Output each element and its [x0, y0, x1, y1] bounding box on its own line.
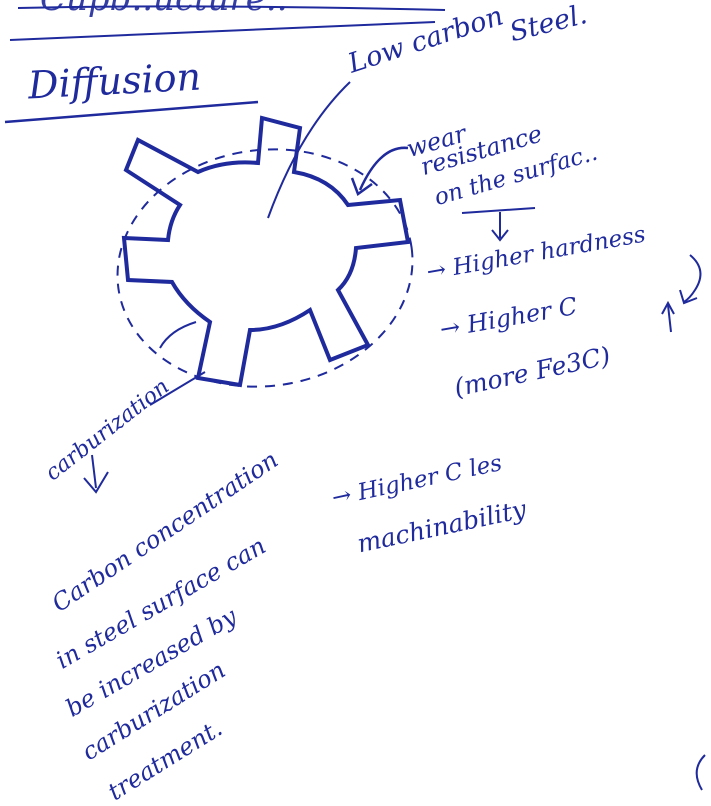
edge-mark	[697, 755, 705, 790]
arrow-down-icon	[462, 208, 535, 240]
case-boundary	[102, 131, 428, 406]
arrow-up-icon	[662, 303, 674, 332]
top-scribble: Cupb..ucture..	[40, 0, 288, 16]
wear-arrow	[360, 148, 408, 190]
page-title: Diffusion	[27, 57, 202, 104]
process-leader	[160, 322, 196, 348]
material-leader	[268, 82, 350, 218]
gear-icon	[124, 118, 408, 385]
top-underline-2	[10, 22, 435, 40]
arrow-curl-icon	[680, 255, 700, 303]
